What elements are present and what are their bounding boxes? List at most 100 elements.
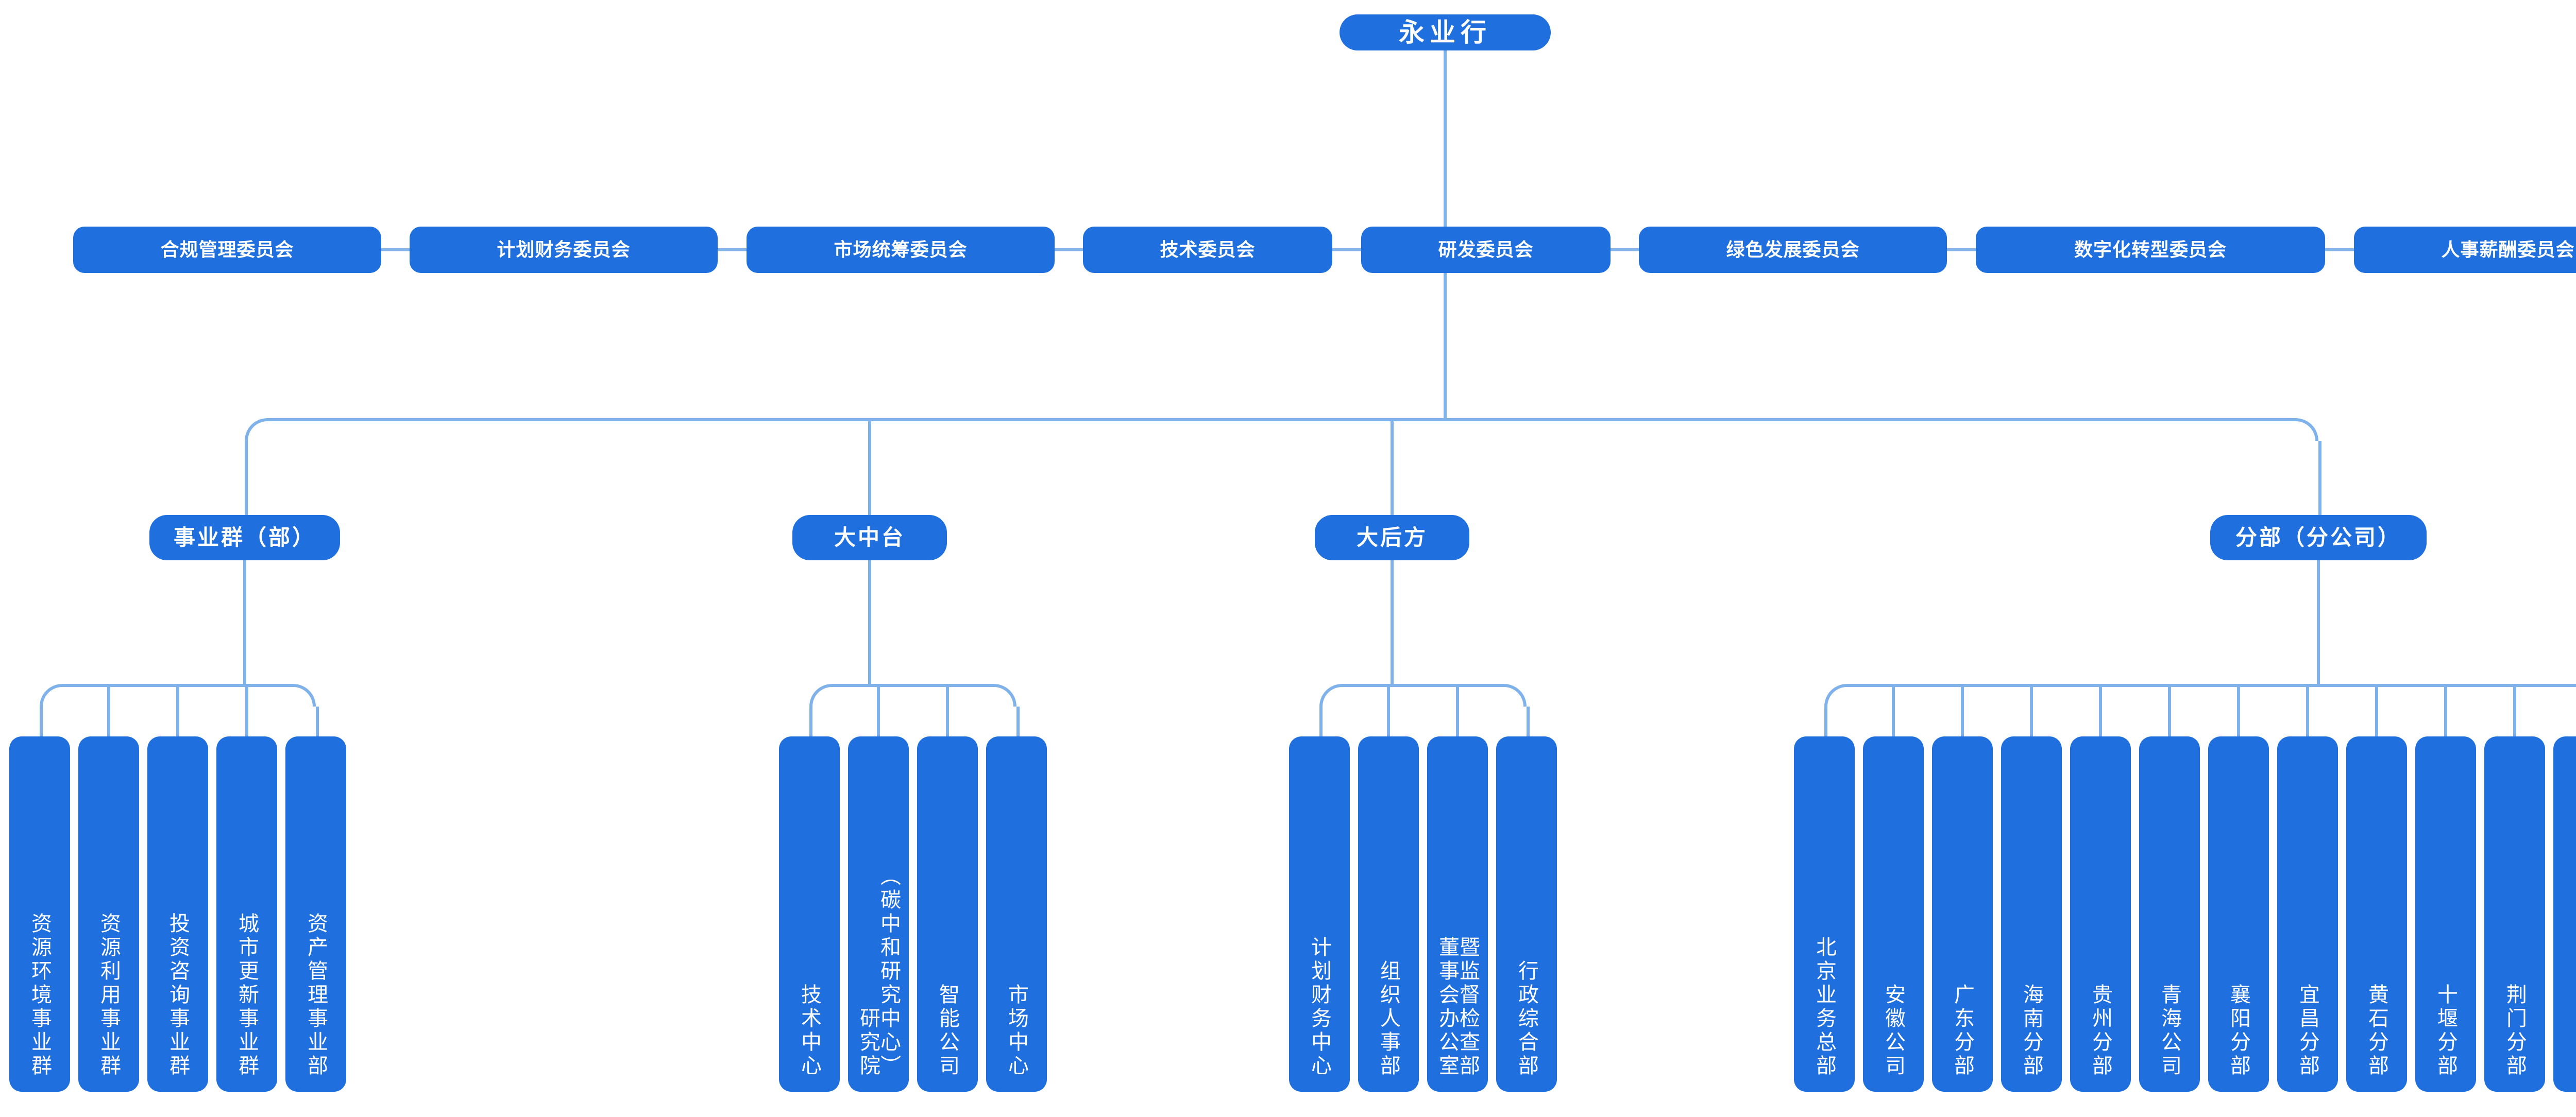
leaf-bus-right-corner-2 (994, 684, 1016, 707)
leaf-bus-4 (1847, 684, 2576, 687)
leaf-bus-left-corner-1 (40, 684, 62, 707)
committee-link (1947, 248, 1976, 251)
committee-node-7[interactable]: 数字化转型委员会 (1976, 227, 2325, 273)
leaf-label: 海南分部 (2020, 984, 2043, 1078)
leaf-label: 青海公司 (2158, 984, 2181, 1078)
leaf-drop (1319, 707, 1323, 736)
leaf-drop (946, 684, 949, 736)
leaf-label: 董事会办公室 (1436, 936, 1459, 1078)
leaf-drop (2168, 684, 2171, 736)
leaf-node[interactable]: 北京业务总部 (1794, 736, 1855, 1092)
division-node-2[interactable]: 大中台 (792, 515, 947, 560)
leaf-node[interactable]: 组织人事部 (1358, 736, 1419, 1092)
leaf-label: 投资咨询事业群 (166, 913, 189, 1078)
leaf-bus-2 (832, 684, 994, 687)
leaf-label: 城市更新事业群 (235, 913, 258, 1078)
leaf-drop (877, 684, 880, 736)
leaf-label: （碳中和研究中心） (877, 865, 900, 1078)
leaf-drop (316, 707, 319, 736)
leaf-drop (1892, 684, 1895, 736)
leaf-node[interactable]: 技术中心 (779, 736, 840, 1092)
leaf-drop (809, 707, 812, 736)
root-to-divisions-stem (1444, 273, 1447, 418)
leaf-drop (2375, 684, 2378, 736)
leaf-label: 荆门分部 (2503, 984, 2526, 1078)
leaf-label: 资产管理事业部 (304, 913, 327, 1078)
leaf-drop (2306, 684, 2309, 736)
leaf-node[interactable]: 安徽公司 (1863, 736, 1924, 1092)
committee-node-5[interactable]: 研发委员会 (1361, 227, 1611, 273)
leaf-drop (1016, 707, 1020, 736)
leaf-drop (1456, 684, 1459, 736)
leaf-label: 组织人事部 (1377, 960, 1400, 1078)
leaf-bus-right-corner-3 (1504, 684, 1527, 707)
leaf-label: 技术中心 (798, 984, 821, 1078)
leaf-node[interactable]: 暨监督检查部董事会办公室 (1427, 736, 1488, 1092)
division-bus-right-corner (2296, 418, 2318, 441)
leaf-drop (2099, 684, 2102, 736)
leaf-node[interactable]: 计划财务中心 (1289, 736, 1350, 1092)
leaf-drop (2444, 684, 2447, 736)
division-node-3[interactable]: 大后方 (1315, 515, 1469, 560)
leaf-drop (40, 707, 43, 736)
division-drop-3 (1391, 418, 1394, 515)
leaf-node[interactable]: 荆门分部 (2484, 736, 2545, 1092)
division-drop-2 (868, 418, 871, 515)
leaf-label: 资源利用事业群 (97, 913, 120, 1078)
division-to-leafbus-stem (868, 560, 871, 687)
root-stem (1444, 50, 1447, 227)
leaf-bus-left-corner-2 (809, 684, 832, 707)
leaf-label: 安徽公司 (1882, 984, 1905, 1078)
division-drop-1 (245, 441, 248, 515)
leaf-bus-3 (1342, 684, 1504, 687)
leaf-bus-left-corner-3 (1319, 684, 1342, 707)
leaf-drop (1527, 707, 1530, 736)
division-to-leafbus-stem (243, 560, 246, 687)
leaf-node[interactable]: 贵州分部 (2070, 736, 2131, 1092)
leaf-label: 鄂州分部 (2572, 984, 2576, 1078)
leaf-label: 智能公司 (936, 984, 959, 1078)
division-bus-left-corner (245, 418, 267, 441)
committee-node-3[interactable]: 市场统筹委员会 (747, 227, 1055, 273)
leaf-label: 黄石分部 (2365, 984, 2388, 1078)
leaf-label: 暨监督检查部 (1456, 936, 1479, 1078)
leaf-label: 行政综合部 (1515, 960, 1538, 1078)
leaf-node[interactable]: 襄阳分部 (2208, 736, 2269, 1092)
leaf-bus-right-corner-1 (293, 684, 316, 707)
leaf-label: 资源环境事业群 (28, 913, 51, 1078)
committee-node-8[interactable]: 人事薪酬委员会 (2354, 227, 2576, 273)
committee-node-4[interactable]: 技术委员会 (1083, 227, 1332, 273)
leaf-node[interactable]: 鄂州分部 (2553, 736, 2576, 1092)
division-node-1[interactable]: 事业群（部） (149, 515, 340, 560)
leaf-bus-left-corner-4 (1824, 684, 1847, 707)
leaf-label: 研究院 (857, 1007, 879, 1078)
leaf-node[interactable]: 十堰分部 (2415, 736, 2476, 1092)
committee-node-2[interactable]: 计划财务委员会 (410, 227, 718, 273)
committee-link (1611, 248, 1639, 251)
committee-node-1[interactable]: 合规管理委员会 (73, 227, 381, 273)
root-node[interactable]: 永业行 (1340, 14, 1551, 50)
leaf-drop (245, 684, 248, 736)
leaf-node[interactable]: 青海公司 (2139, 736, 2200, 1092)
leaf-node[interactable]: （碳中和研究中心）研究院 (848, 736, 909, 1092)
leaf-node[interactable]: 广东分部 (1932, 736, 1993, 1092)
division-node-4[interactable]: 分部（分公司） (2210, 515, 2427, 560)
leaf-node[interactable]: 宜昌分部 (2277, 736, 2338, 1092)
leaf-node[interactable]: 城市更新事业群 (216, 736, 277, 1092)
leaf-node[interactable]: 海南分部 (2001, 736, 2062, 1092)
leaf-node[interactable]: 资源环境事业群 (9, 736, 70, 1092)
committee-link (1332, 248, 1361, 251)
committee-node-6[interactable]: 绿色发展委员会 (1639, 227, 1947, 273)
leaf-label: 宜昌分部 (2296, 984, 2319, 1078)
leaf-label: 北京业务总部 (1813, 936, 1836, 1078)
leaf-node[interactable]: 资源利用事业群 (78, 736, 139, 1092)
committee-link (2325, 248, 2354, 251)
leaf-node[interactable]: 资产管理事业部 (285, 736, 346, 1092)
leaf-node[interactable]: 智能公司 (917, 736, 978, 1092)
leaf-drop (2513, 684, 2516, 736)
leaf-node[interactable]: 市场中心 (986, 736, 1047, 1092)
leaf-node[interactable]: 投资咨询事业群 (147, 736, 208, 1092)
leaf-node[interactable]: 黄石分部 (2346, 736, 2407, 1092)
leaf-node[interactable]: 行政综合部 (1496, 736, 1557, 1092)
